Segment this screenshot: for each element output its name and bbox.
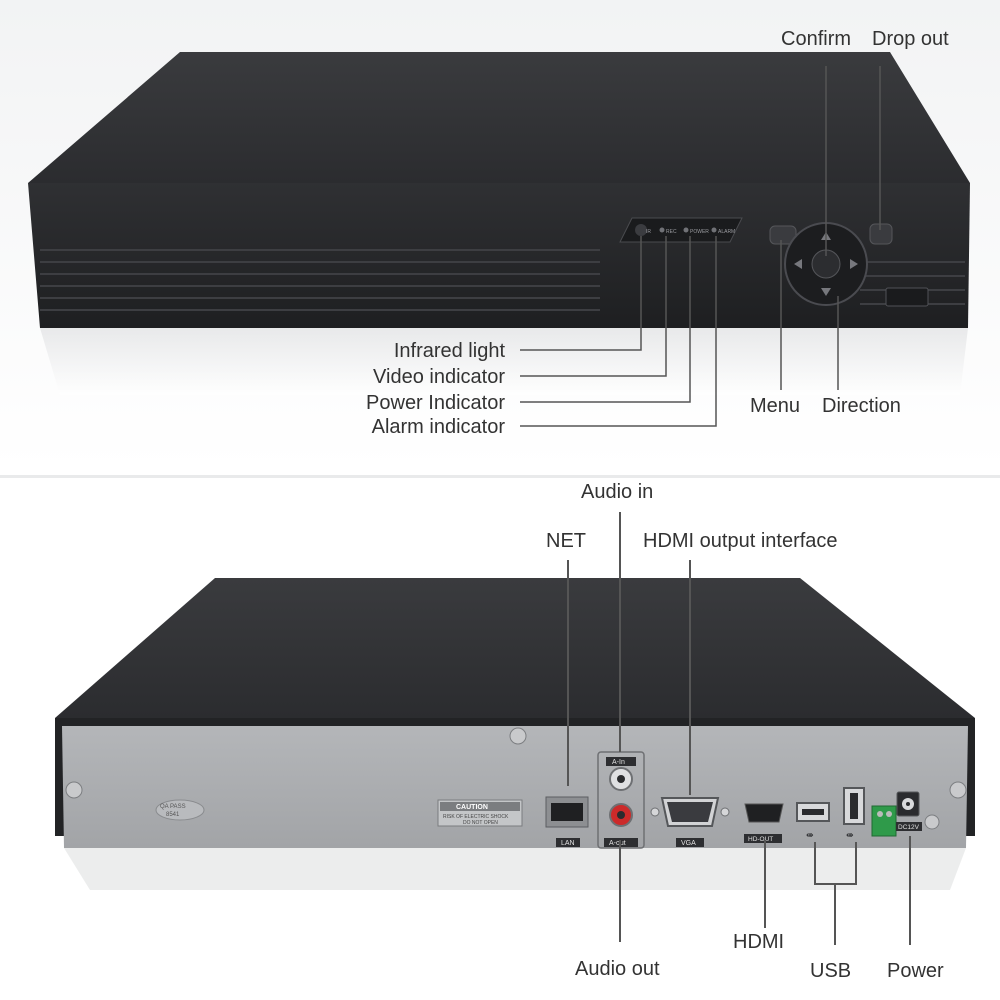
a-out-label: A-out (609, 840, 626, 847)
qa-pass-sticker (155, 799, 205, 821)
hdmi-port[interactable] (744, 803, 784, 823)
rear-chassis-top (55, 578, 975, 718)
audio-out-jack-hole (617, 811, 625, 819)
terminal-screw-2 (886, 811, 892, 817)
vga-label: VGA (681, 840, 696, 847)
callout-direction: Direction (822, 395, 901, 417)
arrow-down-icon (821, 288, 831, 296)
callout-usb: USB (810, 960, 852, 982)
power-terminal-block[interactable] (871, 805, 897, 837)
hd-out-label: HD-OUT (748, 836, 773, 843)
callout-alarm-indicator: Alarm indicator (371, 416, 505, 438)
screw-right (949, 781, 967, 799)
led-label-power: POWER (690, 229, 709, 235)
nvr-rear-view: QA PASS 8541 CAUTION RISK OF ELECTRIC SH… (55, 578, 975, 890)
callout-infrared-light: Infrared light (393, 340, 505, 362)
drop-out-button[interactable] (869, 223, 893, 245)
section-divider (0, 475, 1000, 478)
a-in-label: A-In (612, 759, 625, 766)
front-callout-lines (520, 66, 881, 427)
dc12v-label-bg (896, 822, 922, 831)
nvr-front-view: IR REC POWER ALARM (28, 52, 970, 395)
front-usb-port (885, 287, 929, 307)
usb-port-1-tongue (802, 809, 824, 815)
arrow-left-icon (794, 259, 802, 269)
usb-icon-2: ⇼ (846, 831, 854, 841)
led-alarm (711, 227, 717, 233)
callout-net: NET (546, 530, 586, 552)
callout-confirm: Confirm (781, 28, 852, 50)
vga-socket (667, 802, 713, 822)
usb-icon: ⇼ (806, 831, 814, 841)
chassis-top (28, 52, 970, 183)
hd-out-label-bg (744, 834, 782, 843)
terminal-screw-1 (877, 811, 883, 817)
lan-socket (551, 803, 583, 821)
audio-in-jack-hole (617, 775, 625, 783)
callout-video-indicator: Video indicator (373, 366, 505, 388)
screw-top (509, 727, 527, 745)
screw-ground (924, 814, 940, 830)
dc-jack-pin (906, 802, 910, 806)
rear-reflection (64, 848, 966, 890)
callout-menu: Menu (750, 395, 801, 417)
callout-hdmi: HDMI (733, 931, 785, 953)
lan-label-bg (556, 838, 580, 847)
callout-audio-out: Audio out (575, 958, 660, 980)
callout-audio-in: Audio in (581, 481, 654, 503)
vga-screw-right (720, 807, 730, 817)
vga-screw-left (650, 807, 660, 817)
callout-power: Power (887, 960, 944, 982)
usb-port-2-tongue (850, 793, 858, 819)
caution-title: CAUTION (456, 804, 488, 811)
arrow-right-icon (850, 259, 858, 269)
led-label-rec: REC (666, 229, 677, 235)
caution-line1: RISK OF ELECTRIC SHOCK (443, 814, 509, 820)
dc12v-label: DC12V (898, 824, 920, 831)
caution-line2: DO NOT OPEN (463, 820, 498, 826)
infrared-sensor (635, 224, 647, 236)
callout-power-indicator: Power Indicator (366, 392, 505, 414)
led-rec (683, 227, 689, 233)
qa-code-text: 8541 (166, 812, 180, 818)
vga-label-bg (676, 838, 704, 847)
lan-label: LAN (561, 840, 575, 847)
front-grille (40, 249, 965, 311)
chassis-reflection (40, 328, 968, 395)
led-label-ir: IR (646, 229, 651, 235)
a-in-label-bg (606, 757, 636, 766)
rear-callout-lines (567, 512, 911, 945)
led-strip (619, 217, 743, 243)
rear-plate (62, 726, 968, 848)
callout-hdmi-output-interface: HDMI output interface (643, 530, 838, 552)
callout-drop-out: Drop out (872, 28, 949, 50)
led-ir (659, 227, 665, 233)
caution-banner (440, 802, 520, 811)
led-label-alarm: ALARM (718, 229, 735, 235)
qa-pass-text: QA PASS (160, 804, 186, 810)
screw-left (65, 781, 83, 799)
